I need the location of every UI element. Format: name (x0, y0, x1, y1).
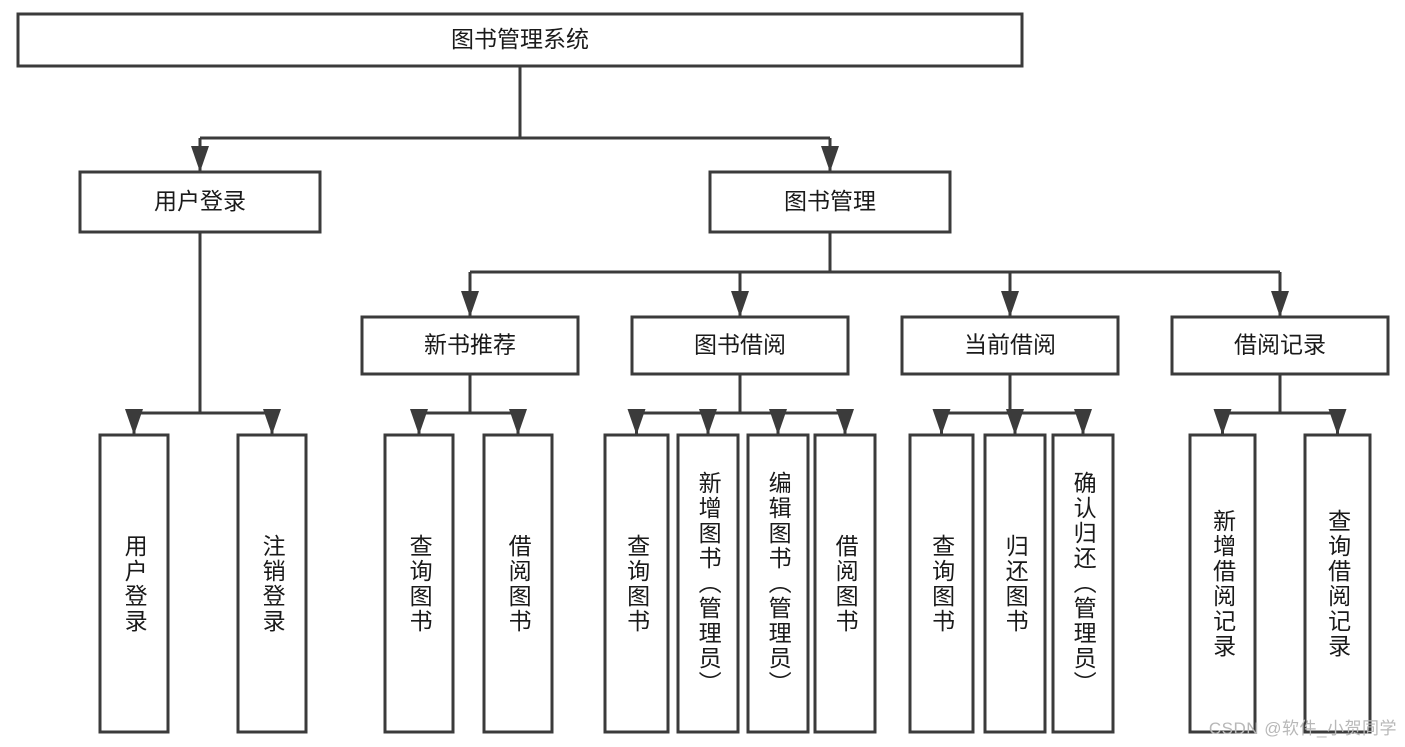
arrow-head-n-book-mgmt (821, 146, 839, 172)
arrow-head-l-edit-book (769, 409, 787, 435)
node-box-n-borrow-record[interactable] (1170, 315, 1390, 376)
node-box-n-book-borrow[interactable] (630, 315, 850, 376)
node-box-l-user-logout[interactable] (236, 433, 308, 734)
node-box-l-user-login[interactable] (98, 433, 170, 734)
arrow-head-l-borrow-book-1 (509, 409, 527, 435)
node-box-n-new-book-rec[interactable] (360, 315, 580, 376)
node-box-l-add-book[interactable] (676, 433, 740, 734)
node-box-l-borrow-book-2[interactable] (813, 433, 877, 734)
arrow-head-n-current-borrow (1001, 291, 1019, 317)
arrow-head-l-borrow-book-2 (836, 409, 854, 435)
arrow-head-l-user-logout (263, 409, 281, 435)
node-box-root[interactable] (16, 12, 1024, 68)
node-box-n-user-login[interactable] (78, 170, 322, 234)
arrow-head-l-query-record (1328, 409, 1347, 435)
arrow-head-n-book-borrow (731, 291, 749, 317)
node-box-l-query-record[interactable] (1303, 433, 1372, 734)
arrow-head-n-new-book-rec (461, 291, 479, 317)
arrow-head-l-query-book-3 (932, 409, 951, 435)
arrow-head-l-add-book (699, 409, 717, 435)
node-box-l-return-book[interactable] (983, 433, 1047, 734)
node-box-l-query-book-3[interactable] (908, 433, 975, 734)
node-box-n-current-borrow[interactable] (900, 315, 1120, 376)
arrow-head-n-borrow-record (1271, 291, 1289, 317)
node-box-l-borrow-book-1[interactable] (482, 433, 554, 734)
arrow-head-n-user-login (191, 146, 209, 172)
watermark-text: CSDN @软件_小贺同学 (1208, 719, 1397, 738)
node-box-l-query-book-2[interactable] (603, 433, 670, 734)
arrow-head-l-query-book-2 (627, 409, 646, 435)
node-box-l-confirm-return[interactable] (1051, 433, 1115, 734)
node-label-n-new-book-rec: 新书推荐 (424, 332, 516, 358)
node-label-n-user-login: 用户登录 (154, 188, 246, 214)
connector-layer (125, 66, 1347, 435)
node-label-root: 图书管理系统 (451, 26, 589, 52)
arrow-head-l-confirm-return (1074, 409, 1092, 435)
node-label-n-current-borrow: 当前借阅 (964, 332, 1056, 358)
arrow-head-l-query-book-1 (410, 409, 428, 435)
arrow-head-l-user-login (125, 409, 143, 435)
arrow-head-l-add-record (1213, 409, 1232, 435)
node-box-n-book-mgmt[interactable] (708, 170, 952, 234)
node-box-l-edit-book[interactable] (746, 433, 810, 734)
node-box-l-add-record[interactable] (1188, 433, 1257, 734)
node-label-n-borrow-record: 借阅记录 (1234, 332, 1326, 358)
node-label-n-book-mgmt: 图书管理 (784, 188, 876, 214)
node-label-n-book-borrow: 图书借阅 (694, 332, 786, 358)
arrow-head-l-return-book (1006, 409, 1024, 435)
node-box-l-query-book-1[interactable] (383, 433, 455, 734)
